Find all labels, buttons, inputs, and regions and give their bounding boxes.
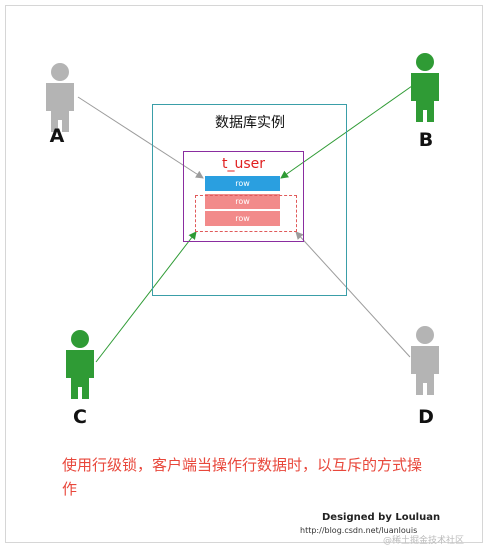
client-c-person-icon bbox=[66, 330, 94, 399]
diagram-frame bbox=[5, 5, 483, 543]
database-instance-box bbox=[152, 104, 347, 296]
diagram-caption: 使用行级锁，客户端当操作行数据时，以互斥的方式操作 bbox=[62, 456, 423, 498]
credit-url: http://blog.csdn.net/luanlouis bbox=[300, 526, 418, 535]
locked-rows-outline bbox=[195, 195, 297, 232]
watermark: @稀土掘金技术社区 bbox=[383, 536, 465, 546]
client-d-label: D bbox=[418, 406, 434, 428]
connector-c-to-table bbox=[95, 231, 197, 363]
connector-d-to-table bbox=[295, 231, 411, 358]
table-box bbox=[183, 151, 304, 242]
client-d-person-icon bbox=[411, 326, 439, 395]
table-row-locked: row bbox=[205, 194, 280, 209]
client-b-person-icon bbox=[411, 53, 439, 122]
client-a-label: A bbox=[49, 125, 65, 147]
client-a-person-icon bbox=[46, 63, 74, 132]
table-name: t_user bbox=[221, 156, 266, 172]
table-row-locked: row bbox=[205, 211, 280, 226]
client-b-label: B bbox=[418, 129, 434, 151]
table-row-active: row bbox=[205, 176, 280, 191]
client-c-label: C bbox=[73, 406, 87, 428]
designer-credit: Designed by Louluan bbox=[322, 512, 441, 523]
database-instance-label: 数据库实例 bbox=[215, 115, 285, 131]
connector-a-to-table bbox=[77, 96, 204, 179]
